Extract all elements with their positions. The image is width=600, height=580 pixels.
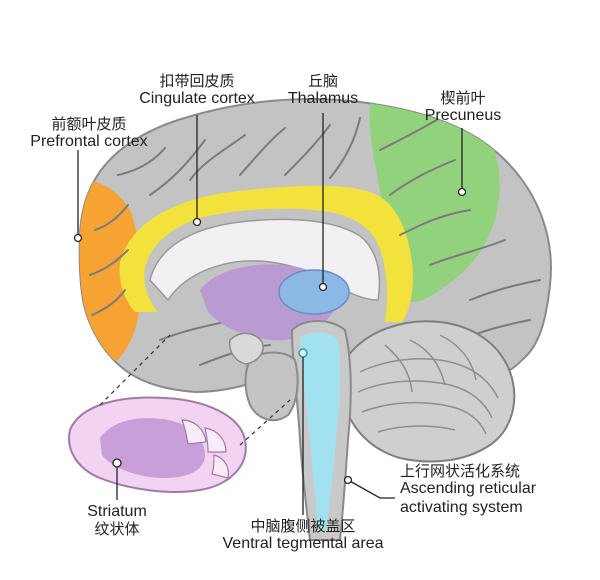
label-cingulate-en: Cingulate cortex — [139, 90, 255, 108]
leader-lines — [73, 113, 467, 515]
label-aras-zh: 上行网状活化系统 — [400, 462, 521, 480]
label-precuneus-en: Precuneus — [424, 107, 502, 125]
thalamus-region — [278, 269, 350, 315]
label-thalamus: 丘脑 Thalamus — [268, 72, 378, 109]
striatum-inset — [68, 396, 247, 493]
label-striatum: Striatum 纹状体 — [62, 503, 172, 539]
label-precuneus-zh: 楔前叶 — [440, 89, 486, 107]
label-precuneus: 楔前叶 Precuneus — [408, 89, 518, 126]
label-aras-en-1: Ascending reticular — [400, 480, 537, 498]
label-striatum-en: Striatum — [87, 503, 147, 520]
ventral-tegmental-area-region — [300, 332, 341, 530]
label-prefrontal-zh: 前额叶皮质 — [51, 115, 127, 133]
cerebellum — [340, 320, 516, 463]
aras-leader — [347, 479, 395, 499]
label-thalamus-zh: 丘脑 — [307, 72, 338, 90]
label-vta-en: Ventral tegmental area — [222, 535, 384, 553]
vta-point — [298, 348, 308, 358]
label-ascending-reticular: 上行网状活化系统 Ascending reticular activating … — [400, 462, 590, 517]
label-striatum-zh: 纹状体 — [94, 520, 140, 539]
label-vta-zh: 中脑腹侧被盖区 — [250, 517, 356, 535]
label-prefrontal-en: Prefrontal cortex — [30, 133, 148, 151]
label-prefrontal-cortex: 前额叶皮质 Prefrontal cortex — [14, 115, 164, 152]
brainstem — [244, 320, 352, 541]
label-aras-en-2: activating system — [400, 498, 523, 516]
striatum-point — [112, 458, 122, 468]
cingulate-region — [119, 185, 413, 322]
label-cingulate-zh: 扣带回皮质 — [159, 72, 235, 90]
label-cingulate-cortex: 扣带回皮质 Cingulate cortex — [122, 72, 272, 109]
inset-connector-lines — [99, 334, 291, 446]
pineal-structures — [228, 332, 264, 365]
label-thalamus-en: Thalamus — [287, 90, 359, 108]
corpus-callosum — [149, 218, 381, 302]
label-ventral-tegmental-area: 中脑腹侧被盖区 Ventral tegmental area — [208, 517, 398, 554]
